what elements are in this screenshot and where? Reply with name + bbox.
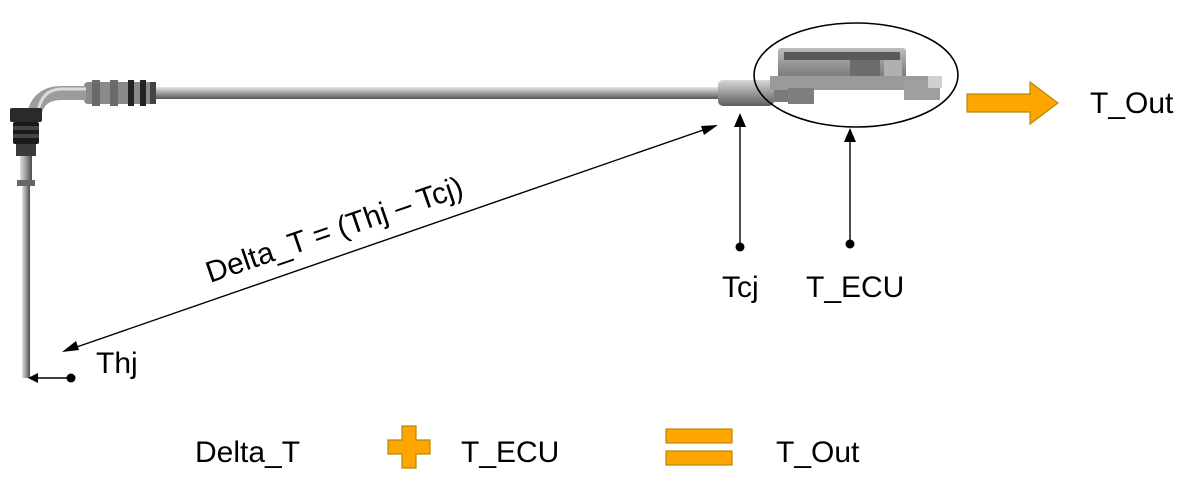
delta-t-arrow	[62, 125, 718, 352]
t-out-label: T_Out	[1090, 87, 1174, 120]
probe-rod	[22, 186, 30, 378]
thj-label: Thj	[96, 347, 138, 380]
equation-result-t-out: T_Out	[776, 436, 860, 469]
delta-t-formula: Delta_T = (Thj – Tcj)	[202, 171, 468, 290]
t-ecu-pointer	[844, 128, 856, 249]
threaded-section	[20, 156, 32, 180]
thj-pointer	[28, 373, 76, 383]
equals-icon	[665, 428, 733, 466]
ecu-highlight-ellipse	[753, 22, 959, 128]
equation-term-t-ecu: T_ECU	[461, 436, 559, 469]
equation-term-delta-t: Delta_T	[195, 436, 300, 469]
cold-junction-housing	[718, 80, 774, 106]
hex-fitting	[10, 108, 42, 156]
plus-icon	[387, 425, 431, 469]
arrow-right-icon	[966, 80, 1059, 126]
tcj-label: Tcj	[722, 271, 759, 304]
equation-row: Delta_T T_ECU T_Out	[195, 425, 860, 469]
cable-connector	[84, 80, 156, 106]
probe-assembly	[10, 80, 722, 378]
sensor-cable	[152, 87, 722, 99]
ecu-assembly	[718, 22, 959, 128]
t-ecu-label: T_ECU	[806, 271, 904, 304]
tcj-pointer	[734, 113, 746, 252]
